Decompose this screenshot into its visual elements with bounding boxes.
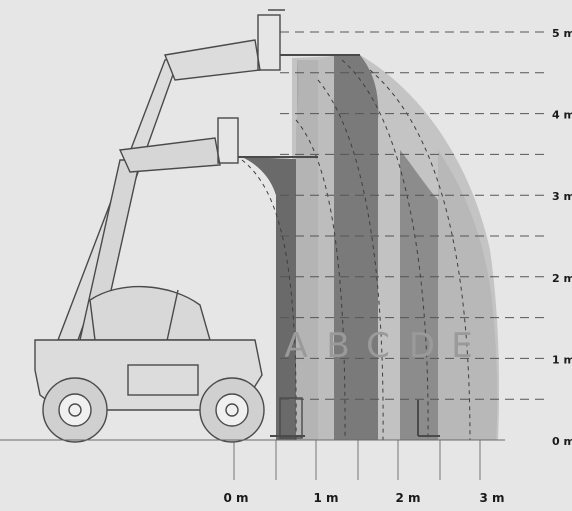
- vticks-layer: [233, 440, 481, 480]
- arc-4: [341, 59, 429, 441]
- y-label-4: 4 m: [552, 109, 572, 122]
- x-label-3: 3 m: [479, 491, 504, 505]
- x-axis-labels: 0 m 1 m 2 m 3 m: [223, 491, 504, 505]
- y-label-1: 1 m: [552, 353, 572, 366]
- arc-1: [241, 159, 297, 441]
- zone-band-d-dark2: [400, 150, 438, 440]
- cab-outline: [89, 285, 211, 341]
- x-label-2: 2 m: [395, 491, 420, 505]
- zone-band-b2: [296, 60, 318, 440]
- y-label-0: 0 m: [552, 435, 572, 448]
- zone-letter-d: D: [409, 326, 435, 366]
- arc-5: [369, 69, 471, 441]
- zone-letter-b: B: [326, 326, 349, 366]
- boom-upper-head: [164, 39, 261, 81]
- carriage-ground: [279, 397, 303, 439]
- carriage-upper: [257, 14, 281, 71]
- zones-layer: [242, 55, 500, 440]
- wheel-rear-center: [68, 403, 82, 417]
- x-label-0: 0 m: [223, 491, 248, 505]
- wheel-front-center: [225, 403, 239, 417]
- zone-band-c: [334, 55, 379, 440]
- arcs-layer: [241, 59, 471, 441]
- x-label-1: 1 m: [313, 491, 338, 505]
- y-label-2: 2 m: [552, 272, 572, 285]
- zone-band-d: [378, 120, 400, 440]
- chassis-step: [127, 364, 199, 396]
- y-axis-labels: 0 m 1 m 3 m 2 m 4 m 5 m: [552, 27, 572, 448]
- zone-band-c-light: [318, 55, 334, 440]
- zone-letter-e: E: [451, 326, 472, 366]
- y-label-3: 3 m: [552, 190, 572, 203]
- zone-letter-a: A: [284, 326, 307, 366]
- wheel-front-hub: [215, 393, 249, 427]
- carriage-lower: [217, 117, 239, 164]
- telehandler-machine-icon: [34, 9, 440, 443]
- zone-letter-c: C: [366, 326, 390, 366]
- arc-3: [317, 79, 384, 441]
- arc-2: [295, 119, 346, 441]
- boom-lower-head: [118, 137, 221, 173]
- wheel-rear-hub: [58, 393, 92, 427]
- zone-band-e: [438, 150, 498, 440]
- y-label-5: 5 m: [552, 27, 572, 40]
